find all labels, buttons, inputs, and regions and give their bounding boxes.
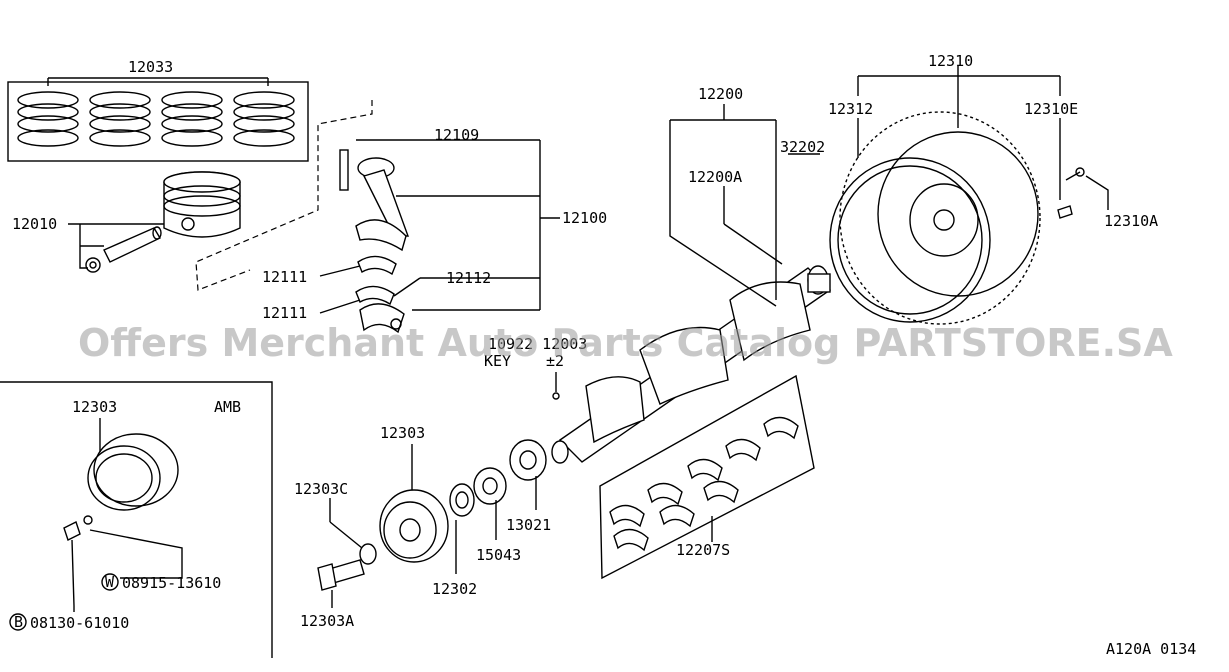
- pilot-bushing[interactable]: [807, 273, 831, 293]
- inset-crankshaft-pulley[interactable]: [87, 433, 179, 511]
- label-12200A[interactable]: 12200A: [688, 168, 742, 186]
- reference-code: A120A 0134: [1106, 640, 1196, 658]
- crankshaft-pulley[interactable]: [379, 489, 449, 563]
- label-12207S[interactable]: 12207S: [676, 541, 730, 559]
- label-12112[interactable]: 12112: [446, 269, 491, 287]
- label-12302[interactable]: 12302: [432, 580, 477, 598]
- label-12310[interactable]: 12310: [928, 52, 973, 70]
- ring-gear[interactable]: [829, 157, 991, 323]
- label-12310A[interactable]: 12310A: [1104, 212, 1158, 230]
- piston[interactable]: [163, 171, 241, 238]
- connecting-rod[interactable]: [339, 149, 409, 252]
- pulley-bolt[interactable]: [317, 559, 365, 591]
- label-12033[interactable]: 12033: [128, 58, 173, 76]
- label-12100[interactable]: 12100: [562, 209, 607, 227]
- label-12312[interactable]: 12312: [828, 100, 873, 118]
- connecting-rod-bearing-upper[interactable]: [357, 255, 397, 276]
- w-symbol: W: [105, 573, 115, 591]
- label-12010[interactable]: 12010: [12, 215, 57, 233]
- oil-pump-drive-spacer[interactable]: [473, 467, 507, 505]
- main-bearing-set[interactable]: [599, 374, 815, 580]
- front-oil-seal[interactable]: [449, 483, 475, 517]
- label-08130-61010[interactable]: 08130-61010: [30, 614, 129, 632]
- piston-ring-set[interactable]: [7, 77, 309, 162]
- watermark: Offers Merchant Auto Parts Catalog PARTS…: [78, 321, 1173, 365]
- label-12303[interactable]: 12303: [380, 424, 425, 442]
- label-08915-13610[interactable]: 08915-13610: [122, 574, 221, 592]
- label-12111-upper[interactable]: 12111: [262, 268, 307, 286]
- b-symbol: B: [14, 613, 23, 631]
- label-13021[interactable]: 13021: [506, 516, 551, 534]
- washer-symbol-icon: [101, 573, 119, 591]
- label-key[interactable]: KEY: [484, 352, 511, 370]
- crankshaft-sprocket[interactable]: [509, 439, 547, 481]
- inset-bolt[interactable]: [63, 515, 93, 541]
- label-12200[interactable]: 12200: [698, 85, 743, 103]
- pulley-washer[interactable]: [359, 543, 377, 565]
- label-12310E[interactable]: 12310E: [1024, 100, 1078, 118]
- label-12303A[interactable]: 12303A: [300, 612, 354, 630]
- snap-ring[interactable]: [85, 257, 101, 273]
- label-12109[interactable]: 12109: [434, 126, 479, 144]
- connecting-rod-cap[interactable]: [359, 303, 405, 334]
- piston-pin[interactable]: [103, 226, 162, 263]
- label-key-qty[interactable]: ±2: [546, 352, 564, 370]
- bolt-symbol-icon: [9, 613, 27, 631]
- label-12303C[interactable]: 12303C: [294, 480, 348, 498]
- label-amb: AMB: [214, 398, 241, 416]
- label-12303-inset[interactable]: 12303: [72, 398, 117, 416]
- label-15043[interactable]: 15043: [476, 546, 521, 564]
- dowel-pin[interactable]: [1057, 205, 1073, 219]
- woodruff-key[interactable]: [552, 372, 560, 400]
- label-key-part[interactable]: 10922 12003: [488, 335, 587, 353]
- amb-inset: [0, 381, 273, 658]
- label-12111-lower[interactable]: 12111: [262, 304, 307, 322]
- label-32202[interactable]: 32202: [780, 138, 825, 156]
- flywheel-bolt[interactable]: [1065, 167, 1085, 181]
- flywheel[interactable]: [839, 111, 1041, 325]
- crankshaft[interactable]: [551, 265, 832, 464]
